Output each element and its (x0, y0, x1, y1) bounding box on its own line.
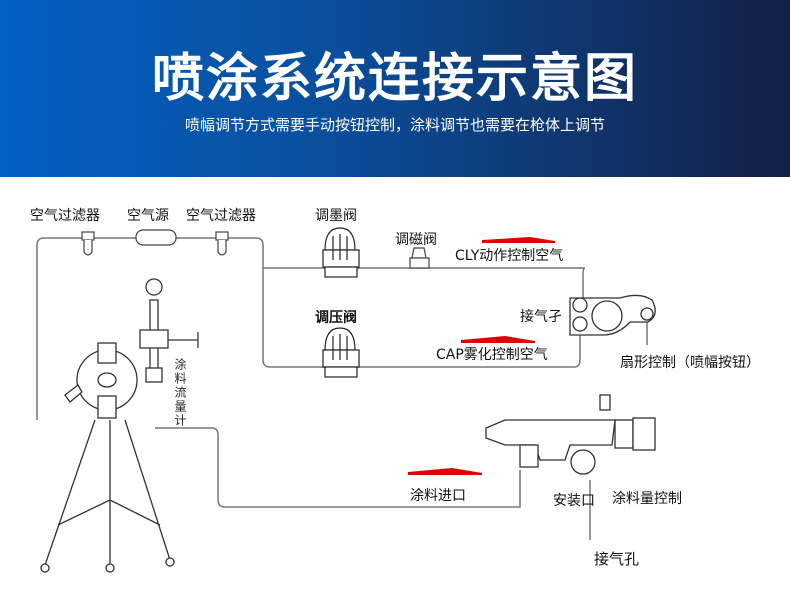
label-mount-port: 安装口 (553, 493, 595, 509)
label-air-port-bottom: 接气孔 (594, 550, 640, 568)
label-fan-control: 扇形控制（喷幅按钮） (620, 355, 760, 371)
header-banner: 喷涂系统连接示意图 喷幅调节方式需要手动按钮控制，涂料调节也需要在枪体上调节 (0, 0, 790, 177)
label-cly-air: CLY动作控制空气 (455, 248, 564, 264)
label-air-filter-right: 空气过滤器 (186, 208, 256, 224)
label-cap-air: CAP雾化控制空气 (436, 347, 548, 363)
ink-valve-icon (322, 227, 360, 278)
pressure-valve-icon (322, 327, 360, 378)
gun-head-top-icon (569, 294, 656, 336)
label-air-filter-left: 空气过滤器 (30, 208, 100, 224)
air-hose-cly (36, 237, 586, 420)
spray-gun-icon (485, 394, 656, 475)
label-air-port-top: 接气孑 (520, 309, 562, 325)
air-filter-left-bowl (83, 240, 93, 256)
paint-pump-icon (40, 278, 199, 573)
paint-hose (155, 427, 521, 508)
air-filter-left-icon (81, 231, 95, 241)
page-subtitle: 喷幅调节方式需要手动按钮控制，涂料调节也需要在枪体上调节 (184, 116, 605, 134)
label-flow-meter: 涂料流量计 (173, 358, 187, 428)
flow-arrows (408, 237, 555, 475)
label-paint-inlet: 涂料进口 (410, 488, 466, 504)
label-pressure-valve: 调压阀 (315, 310, 357, 326)
paint-arrow-icon (408, 468, 482, 475)
air-hoses (36, 237, 648, 540)
page-title: 喷涂系统连接示意图 (151, 48, 638, 109)
label-ink-valve: 调墨阀 (315, 208, 357, 224)
solenoid-valve-icon (409, 247, 430, 269)
label-solenoid-valve: 调磁阀 (395, 232, 437, 248)
air-filter-right-icon (215, 231, 229, 241)
cly-arrow-icon (482, 237, 555, 243)
cap-arrow-icon (461, 336, 535, 343)
air-source-icon (135, 229, 177, 246)
air-hose-cap (262, 268, 581, 368)
label-paint-control: 涂料量控制 (612, 491, 682, 507)
label-air-source: 空气源 (127, 208, 169, 224)
